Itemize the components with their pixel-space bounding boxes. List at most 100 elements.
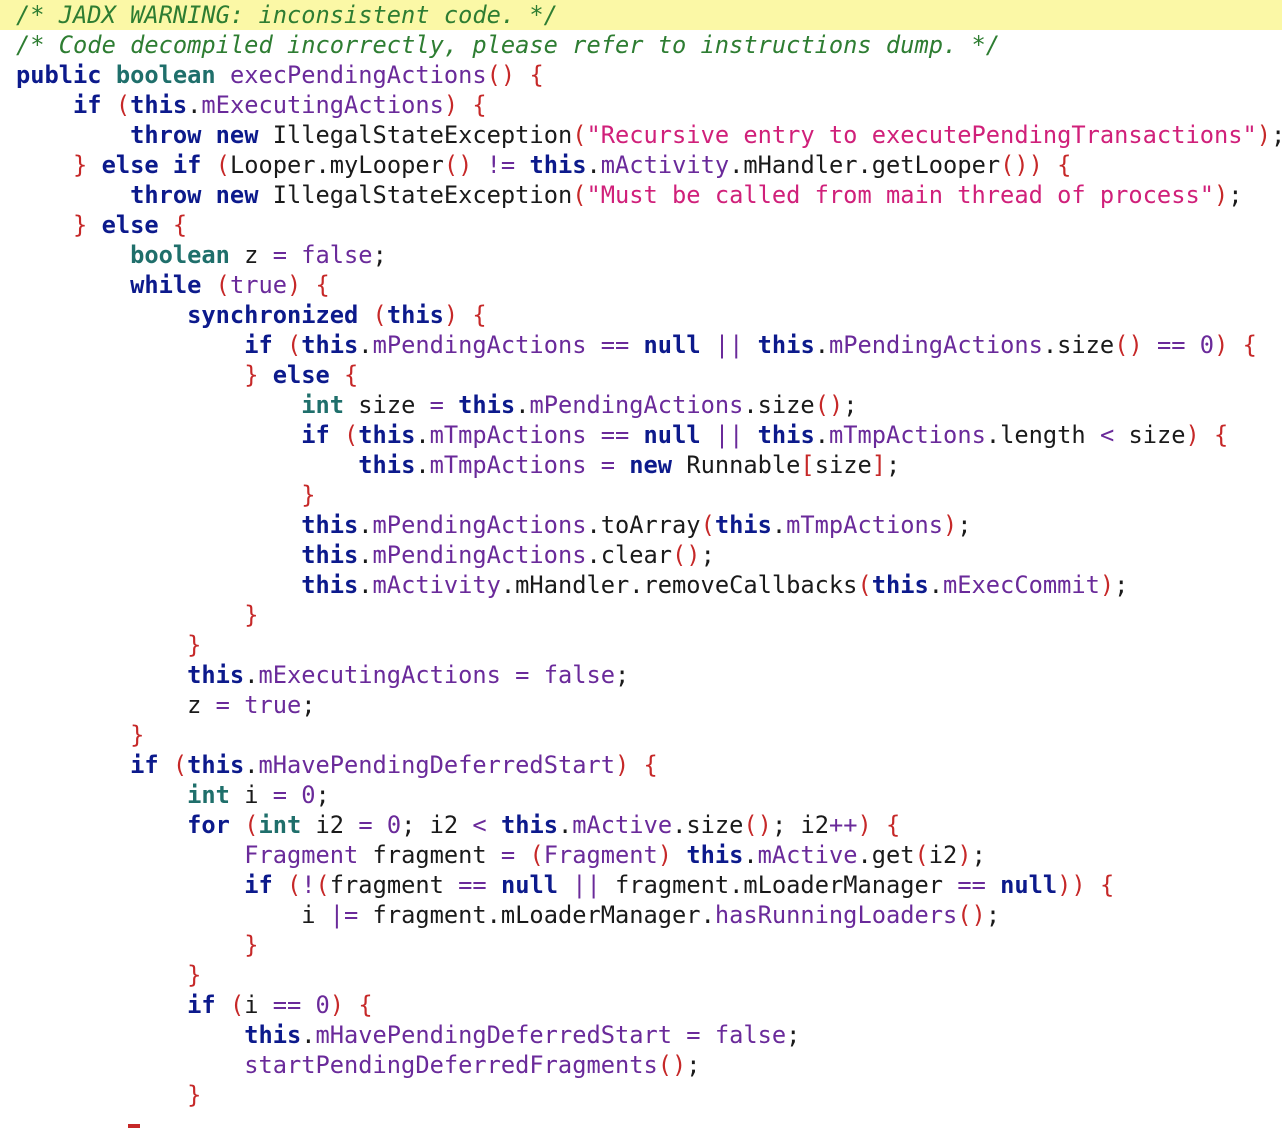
code-token: null <box>643 421 701 449</box>
code-line[interactable]: throw new IllegalStateException("Recursi… <box>0 120 1282 150</box>
code-line[interactable]: } <box>0 720 1282 750</box>
code-line[interactable]: this.mPendingActions.toArray(this.mTmpAc… <box>0 510 1282 540</box>
code-token: ) <box>286 271 302 299</box>
code-token: mHavePendingDeferredStart <box>315 1021 673 1049</box>
code-line[interactable]: } else { <box>0 210 1282 240</box>
code-token: . <box>187 91 202 119</box>
code-line[interactable]: if (this.mExecutingActions) { <box>0 90 1282 120</box>
code-line[interactable]: this.mHavePendingDeferredStart = false; <box>0 1020 1282 1050</box>
code-token: == <box>957 871 986 899</box>
code-token: fragment <box>329 871 459 899</box>
code-token: ) <box>943 511 958 539</box>
code-line[interactable]: /* JADX WARNING: inconsistent code. */ <box>0 0 1282 30</box>
code-line[interactable]: /* Code decompiled incorrectly, please r… <box>0 30 1282 60</box>
code-line[interactable]: i |= fragment.mLoaderManager.hasRunningL… <box>0 900 1282 930</box>
code-token: . <box>358 541 373 569</box>
code-line[interactable]: int i = 0; <box>0 780 1282 810</box>
code-token: ) <box>857 811 872 839</box>
code-token: } <box>130 721 145 749</box>
code-line[interactable]: this.mExecutingActions = false; <box>0 660 1282 690</box>
code-line[interactable]: } <box>0 960 1282 990</box>
code-token: == <box>600 331 630 359</box>
code-line[interactable]: if (this.mTmpActions == null || this.mTm… <box>0 420 1282 450</box>
code-token: mTmpActions <box>429 421 587 449</box>
code-token: .size <box>743 391 815 419</box>
code-token: ; <box>1228 181 1243 209</box>
code-token: ) <box>1185 421 1200 449</box>
indent <box>16 391 301 419</box>
code-token: false <box>714 1021 787 1049</box>
code-line[interactable]: } else if (Looper.myLooper() != this.mAc… <box>0 150 1282 180</box>
code-line[interactable]: } <box>0 630 1282 660</box>
code-token: null <box>1000 871 1058 899</box>
code-line[interactable]: } else { <box>0 360 1282 390</box>
code-line[interactable]: for (int i2 = 0; i2 < this.mActive.size(… <box>0 810 1282 840</box>
code-token: null <box>643 331 701 359</box>
code-token <box>672 841 686 869</box>
code-line[interactable]: this.mActivity.mHandler.removeCallbacks(… <box>0 570 1282 600</box>
code-token <box>201 271 215 299</box>
code-token <box>986 871 1000 899</box>
code-token: .clear <box>586 541 673 569</box>
code-line[interactable]: z = true; <box>0 690 1282 720</box>
code-token: () <box>672 541 701 569</box>
code-line[interactable]: synchronized (this) { <box>0 300 1282 330</box>
code-token <box>515 61 529 89</box>
code-line[interactable]: } <box>0 930 1282 960</box>
code-token: ) <box>1099 571 1115 599</box>
code-token: ; <box>372 241 387 269</box>
code-line[interactable]: if (!(fragment == null || fragment.mLoad… <box>0 870 1282 900</box>
code-token: mActive <box>757 841 858 869</box>
code-line[interactable]: if (i == 0) { <box>0 990 1282 1020</box>
code-token: /* Code decompiled incorrectly, please r… <box>16 31 1001 59</box>
indent <box>16 751 130 779</box>
code-line[interactable]: this.mTmpActions = new Runnable[size]; <box>0 450 1282 480</box>
indent <box>16 601 244 629</box>
code-token: = <box>215 691 230 719</box>
code-token: == <box>1157 331 1186 359</box>
code-line[interactable]: Fragment fragment = (Fragment) this.mAct… <box>0 840 1282 870</box>
code-token: () <box>1114 331 1143 359</box>
code-line[interactable]: } <box>0 600 1282 630</box>
code-token: ( <box>315 871 330 899</box>
code-token: ( <box>244 811 259 839</box>
code-line[interactable]: while (true) { <box>0 270 1282 300</box>
code-token: ; <box>615 661 630 689</box>
code-token: . <box>415 451 430 479</box>
indent <box>16 841 244 869</box>
code-token: . <box>301 1021 316 1049</box>
code-line[interactable]: boolean z = false; <box>0 240 1282 270</box>
code-line[interactable]: throw new IllegalStateException("Must be… <box>0 180 1282 210</box>
code-line[interactable]: if (this.mHavePendingDeferredStart) { <box>0 750 1282 780</box>
code-line[interactable]: } <box>0 480 1282 510</box>
code-token: "Recursive entry to executePendingTransa… <box>586 121 1257 149</box>
code-token <box>216 61 230 89</box>
code-token: ( <box>286 871 302 899</box>
code-line[interactable]: if (this.mPendingActions == null || this… <box>0 330 1282 360</box>
code-token <box>287 781 301 809</box>
code-token: . <box>771 511 787 539</box>
code-token: i <box>229 781 273 809</box>
code-token <box>615 451 629 479</box>
code-token <box>373 811 387 839</box>
code-token: == <box>600 421 630 449</box>
code-line[interactable]: startPendingDeferredFragments(); <box>0 1050 1282 1080</box>
code-token <box>672 1021 686 1049</box>
code-token: 0 <box>301 781 316 809</box>
code-token: ) <box>1213 181 1229 209</box>
code-token: } <box>301 481 316 509</box>
code-token: this <box>187 751 245 779</box>
code-token: = <box>500 841 516 869</box>
code-line[interactable]: } <box>0 1080 1282 1110</box>
code-token: 0 <box>1199 331 1215 359</box>
code-token: .length <box>985 421 1100 449</box>
code-token: ( <box>215 271 230 299</box>
code-line[interactable]: public boolean execPendingActions() { <box>0 60 1282 90</box>
code-line[interactable]: int size = this.mPendingActions.size(); <box>0 390 1282 420</box>
code-token: ) <box>329 991 345 1019</box>
indent <box>16 511 301 539</box>
code-line[interactable]: this.mPendingActions.clear(); <box>0 540 1282 570</box>
code-token: mTmpActions <box>828 421 986 449</box>
